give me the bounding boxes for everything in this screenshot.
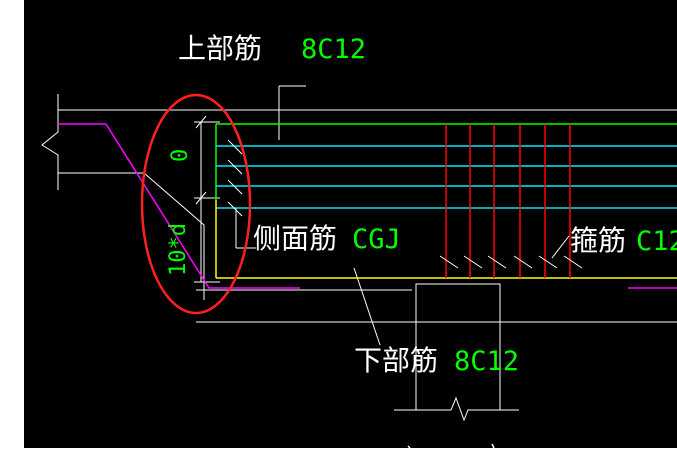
rebar-tick-marks xyxy=(227,139,583,269)
slab-break-line xyxy=(41,110,59,190)
concrete-outline xyxy=(41,85,677,422)
dim-label-zero: 0 xyxy=(168,149,193,162)
tick-bottom-3 xyxy=(487,255,507,269)
tick-bottom-4 xyxy=(513,255,533,269)
tick-side-3 xyxy=(227,179,243,195)
tick-bottom-5 xyxy=(538,255,558,269)
beam-detail-drawing: 上部筋 8C12 侧面筋 CGJ 箍筋 C12 下部筋 8C12 0 10*d xyxy=(41,32,677,448)
bottom-partial-marks xyxy=(407,443,495,448)
dim-slash-top xyxy=(195,115,207,129)
slab-rebar-left xyxy=(58,123,300,289)
slab-top-edge xyxy=(57,94,677,111)
slab-bottom-edge xyxy=(58,172,205,300)
cad-drawing-canvas: 上部筋 8C12 侧面筋 CGJ 箍筋 C12 下部筋 8C12 0 10*d xyxy=(24,0,677,448)
leader-stirrup xyxy=(551,235,570,259)
tick-side-4 xyxy=(227,201,243,217)
column-outline xyxy=(415,283,501,410)
leader-bottom-rebar xyxy=(353,267,381,346)
bottom-rebar-label: 下部筋 xyxy=(354,344,438,377)
stirrup-spec: C12 xyxy=(636,226,677,257)
tick-bottom-2 xyxy=(463,255,483,269)
dim-slash-mid xyxy=(195,191,207,205)
bottom-rebar-spec: 8C12 xyxy=(454,346,519,377)
stirrup-label: 箍筋 xyxy=(570,224,626,257)
side-rebar-spec: CGJ xyxy=(352,224,401,255)
tick-bottom-1 xyxy=(439,255,459,269)
partial-mark-2 xyxy=(491,443,495,448)
stirrup-lines xyxy=(445,124,571,278)
dim-label-anchor: 10*d xyxy=(166,223,191,276)
top-rebar-spec: 8C12 xyxy=(301,34,366,65)
slab-rebar xyxy=(58,123,677,289)
highlight-ellipse xyxy=(140,93,252,315)
top-rebar-label: 上部筋 xyxy=(178,32,262,65)
column-break-line xyxy=(394,396,519,422)
dimension-lines xyxy=(194,115,220,283)
tick-side-2 xyxy=(227,159,243,175)
tick-bottom-6 xyxy=(563,255,583,269)
tick-side-1 xyxy=(227,139,243,155)
partial-mark-1 xyxy=(407,445,411,448)
side-rebar-label: 侧面筋 xyxy=(253,222,337,255)
